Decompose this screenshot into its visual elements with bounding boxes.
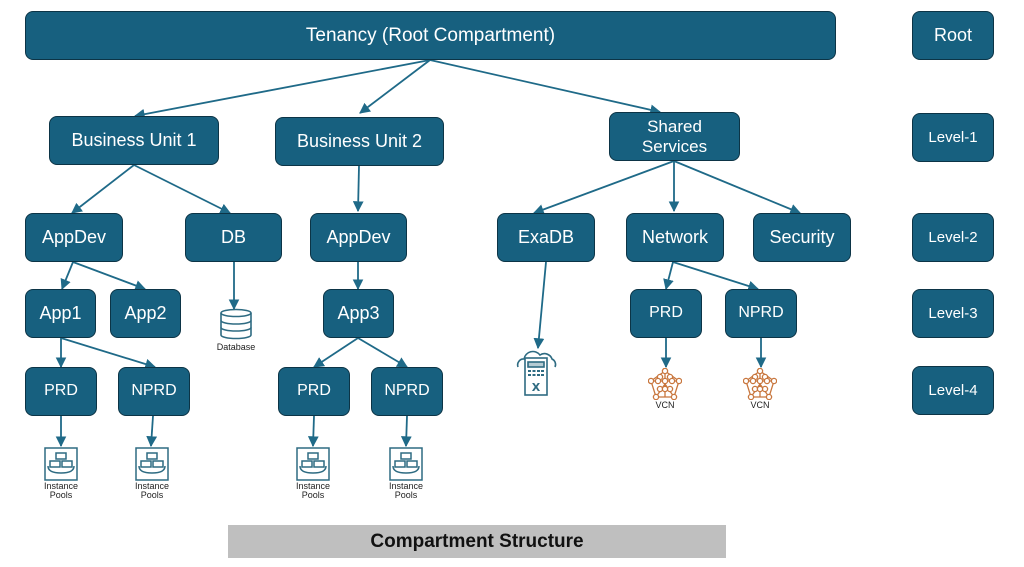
node-label: DB [220,227,246,248]
node-label: NPRD [384,382,430,400]
node-app1-prd[interactable]: PRD [25,367,97,416]
node-app2[interactable]: App2 [110,289,181,338]
node-app1[interactable]: App1 [25,289,96,338]
edge-exadb-to-exadata [533,261,547,350]
vcn-label-nprd: VCN [750,400,770,410]
edge-tenancy-to-bu2 [359,59,431,114]
node-business-unit-2[interactable]: Business Unit 2 [275,117,444,166]
node-tenancy-label: Tenancy (Root Compartment) [305,24,556,46]
level-label: Level-2 [928,228,978,246]
node-label: App2 [124,303,167,324]
level-root: Root [912,11,994,60]
node-label: AppDev [41,227,107,248]
vcn-label-prd: VCN [655,400,675,410]
level-label: Level-1 [928,128,978,146]
edge-app3_prd-to-pool_app3_prd [307,415,319,448]
edge-app3-to-app3_prd [313,337,359,368]
node-exadb[interactable]: ExaDB [497,213,595,262]
vcn-icon [648,368,682,400]
node-network-prd[interactable]: PRD [630,289,702,338]
node-app1-nprd[interactable]: NPRD [118,367,190,416]
node-label: PRD [649,304,683,322]
exadata-cloud-icon: X [516,350,557,396]
node-bu2-appdev[interactable]: AppDev [310,213,407,262]
svg-text:X: X [532,381,541,394]
node-network-nprd[interactable]: NPRD [725,289,797,338]
instance-pools-label: Instance Pools [295,481,331,501]
level-4: Level-4 [912,366,994,415]
caption-text: Compartment Structure [370,530,584,552]
node-security[interactable]: Security [753,213,851,262]
level-3: Level-3 [912,289,994,338]
instance-pools-icon [296,447,330,481]
node-app3-prd[interactable]: PRD [278,367,350,416]
level-1: Level-1 [912,113,994,162]
level-label: Level-3 [928,304,978,322]
instance-pools-icon [44,447,78,481]
edge-network-to-net_prd [663,261,674,291]
instance-pools-icon [135,447,169,481]
level-label: Level-4 [928,381,978,399]
edge-app3_nprd-to-pool_app3_nprd [400,415,412,448]
instance-pools-icon [389,447,423,481]
edge-tenancy-to-shared [429,59,662,116]
node-app3-nprd[interactable]: NPRD [371,367,443,416]
node-label: PRD [297,382,331,400]
edge-network-to-net_nprd [672,261,760,292]
level-2: Level-2 [912,213,994,262]
node-tenancy[interactable]: Tenancy (Root Compartment) [25,11,836,60]
edge-bu1-to-bu1_db [133,164,231,214]
database-icon [220,308,252,340]
edge-app1_nprd-to-pool_app1_nprd [146,415,158,448]
node-label: Business Unit 2 [296,131,423,152]
node-label: App3 [337,303,380,324]
node-label: App1 [39,303,82,324]
vcn-icon [743,368,777,400]
node-label: Network [641,227,708,248]
node-business-unit-1[interactable]: Business Unit 1 [49,116,219,165]
instance-pools-label: Instance Pools [388,481,424,501]
node-bu1-db[interactable]: DB [185,213,282,262]
instance-pools-label: Instance Pools [43,481,79,501]
node-label: AppDev [326,227,391,248]
node-label: Shared Services [641,116,708,156]
node-label: PRD [44,382,78,400]
edge-bu1_appdev-to-app2 [72,261,147,291]
edge-bu2-to-bu2_appdev [352,165,364,213]
edge-bu1_appdev-to-app1 [60,261,74,291]
database-label: Database [216,342,256,352]
node-app3[interactable]: App3 [323,289,394,338]
node-label: ExaDB [517,227,575,248]
node-label: NPRD [738,304,784,322]
instance-pools-label: Instance Pools [134,481,170,501]
edge-shared-to-exadb [532,160,675,215]
node-bu1-appdev[interactable]: AppDev [25,213,123,262]
edge-app1-to-app1_nprd [60,337,157,370]
node-shared-services[interactable]: Shared Services [609,112,740,161]
node-label: NPRD [131,382,177,400]
level-label: Root [933,25,973,46]
node-label: Business Unit 1 [71,130,197,151]
edge-tenancy-to-bu1 [133,59,431,120]
node-network[interactable]: Network [626,213,724,262]
edge-shared-to-security [673,160,801,215]
node-label: Security [769,227,835,248]
edge-app3-to-app3_nprd [357,337,408,368]
diagram-caption: Compartment Structure [228,525,726,558]
edge-bu1-to-bu1_appdev [71,164,135,214]
